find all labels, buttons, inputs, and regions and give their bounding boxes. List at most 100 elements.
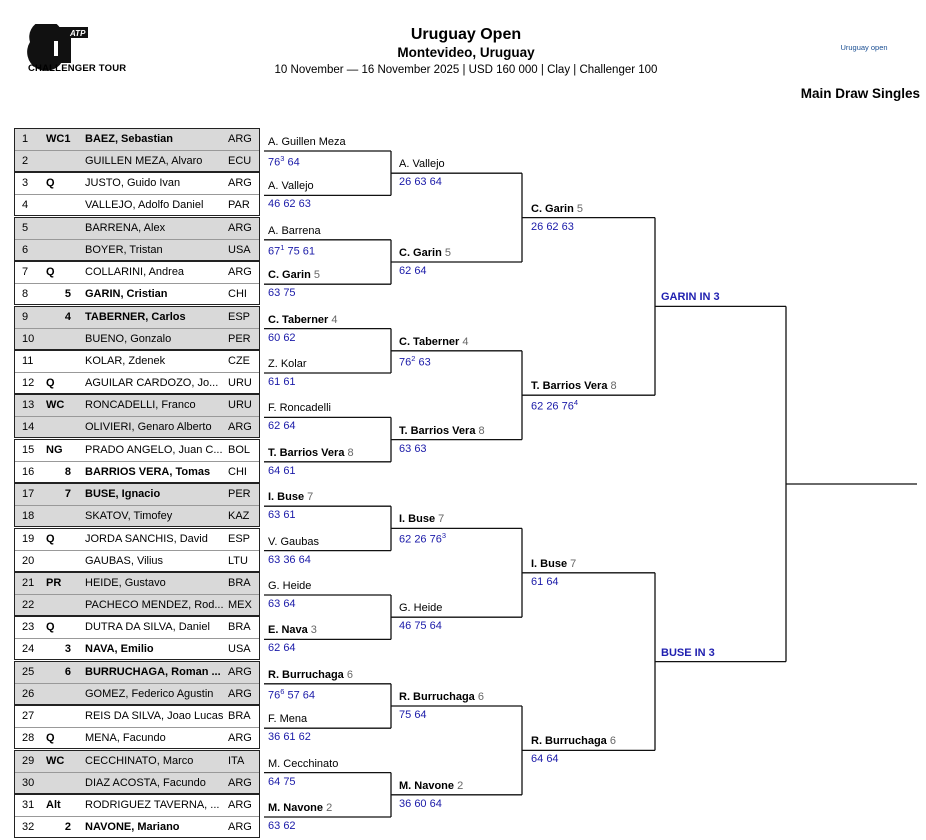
row-divider bbox=[15, 638, 259, 640]
entry-number: 11 bbox=[22, 355, 34, 367]
winner-name: G. Heide bbox=[399, 602, 443, 615]
entry-tag: Q bbox=[46, 377, 55, 389]
set-score: 63 bbox=[268, 287, 281, 300]
entry-number: 4 bbox=[22, 199, 29, 212]
row-divider bbox=[15, 327, 259, 329]
row-divider bbox=[15, 460, 259, 462]
entry-number: 18 bbox=[22, 510, 35, 523]
match-winner: A. Guillen Meza bbox=[268, 136, 346, 148]
country-code: CHI bbox=[228, 288, 247, 301]
match-score: 62 64 bbox=[399, 265, 427, 277]
match-score: 62 64 bbox=[268, 420, 296, 432]
match-winner: T. Barrios Vera 8 bbox=[268, 447, 354, 459]
set-score: 63 bbox=[268, 598, 281, 610]
set-score: 62 bbox=[268, 420, 281, 433]
set-score: 64 bbox=[283, 598, 296, 610]
winner-name: I. Buse bbox=[399, 513, 436, 526]
set-score: 26 bbox=[531, 220, 544, 233]
set-score: 62 bbox=[268, 642, 281, 655]
country-code: MEX bbox=[228, 599, 252, 611]
entry-tag: Q bbox=[46, 266, 55, 279]
match-winner: T. Barrios Vera 8 bbox=[531, 380, 617, 392]
country-code: ARG bbox=[228, 821, 252, 833]
set-score: 75 bbox=[414, 620, 427, 633]
entry-tag: Q bbox=[46, 532, 55, 545]
country-code: ARG bbox=[228, 266, 252, 279]
entry-number: 12 bbox=[22, 377, 35, 389]
match-score: 61 64 bbox=[531, 576, 559, 588]
match-score: 63 64 bbox=[268, 598, 296, 610]
winner-seed: 6 bbox=[606, 735, 616, 748]
entry-number: 27 bbox=[22, 710, 35, 723]
set-score: 61 bbox=[283, 731, 296, 744]
match-winner: F. Roncadelli bbox=[268, 402, 331, 414]
match-winner: G. Heide bbox=[268, 580, 311, 592]
winner-name: C. Garin bbox=[268, 269, 311, 282]
match-score: 671 75 61 bbox=[268, 243, 315, 258]
set-score: 57 bbox=[287, 689, 300, 702]
match-winner: C. Taberner 4 bbox=[399, 336, 469, 348]
set-score: 75 bbox=[283, 287, 296, 300]
entry-number: 30 bbox=[22, 776, 35, 789]
logo-text: CHALLENGER TOUR bbox=[28, 63, 127, 74]
set-score: 63 bbox=[268, 553, 281, 566]
match-winner: I. Buse 7 bbox=[399, 513, 444, 525]
set-score: 64 bbox=[429, 176, 442, 189]
winner-name: T. Barrios Vera bbox=[531, 380, 608, 393]
match-winner: Z. Kolar bbox=[268, 358, 307, 370]
country-code: BRA bbox=[228, 621, 251, 634]
set-score: 63 bbox=[399, 442, 412, 455]
set-score: 76 bbox=[429, 534, 442, 547]
set-score: 63 bbox=[268, 820, 281, 832]
country-code: URU bbox=[228, 399, 252, 412]
entry-number: 20 bbox=[22, 554, 35, 567]
winner-seed: 8 bbox=[475, 424, 485, 437]
set-score: 26 bbox=[546, 400, 559, 413]
winner-name: I. Buse bbox=[268, 491, 305, 504]
winner-name: R. Burruchaga bbox=[399, 691, 475, 703]
match-winner: C. Taberner 4 bbox=[268, 314, 338, 326]
country-code: PAR bbox=[228, 199, 250, 212]
set-score: 64 bbox=[287, 156, 300, 169]
match-winner: E. Nava 3 bbox=[268, 624, 317, 636]
winner-name: E. Nava bbox=[268, 624, 308, 637]
winner-name: C. Garin bbox=[399, 247, 442, 259]
entry-tag: WC1 bbox=[46, 133, 71, 145]
set-score: 62 bbox=[399, 265, 412, 277]
set-score: 64 bbox=[298, 553, 311, 566]
match-score: 63 63 bbox=[399, 443, 427, 455]
winner-seed: 5 bbox=[310, 269, 320, 282]
set-score: 76 bbox=[268, 689, 281, 702]
country-code: CZE bbox=[228, 355, 250, 367]
entry-number: 19 bbox=[22, 532, 35, 545]
entry-number: 28 bbox=[22, 732, 35, 745]
winner-seed: 7 bbox=[304, 491, 314, 504]
match-winner: C. Garin 5 bbox=[531, 203, 583, 215]
set-score: 64 bbox=[429, 797, 442, 810]
winner-name: V. Gaubas bbox=[268, 535, 319, 548]
winner-name: T. Barrios Vera bbox=[399, 424, 476, 437]
match-score: 62 26 764 bbox=[531, 398, 578, 413]
entry-number: 2 bbox=[22, 155, 29, 167]
set-score: 26 bbox=[414, 534, 427, 547]
winner-seed: 4 bbox=[459, 335, 469, 348]
